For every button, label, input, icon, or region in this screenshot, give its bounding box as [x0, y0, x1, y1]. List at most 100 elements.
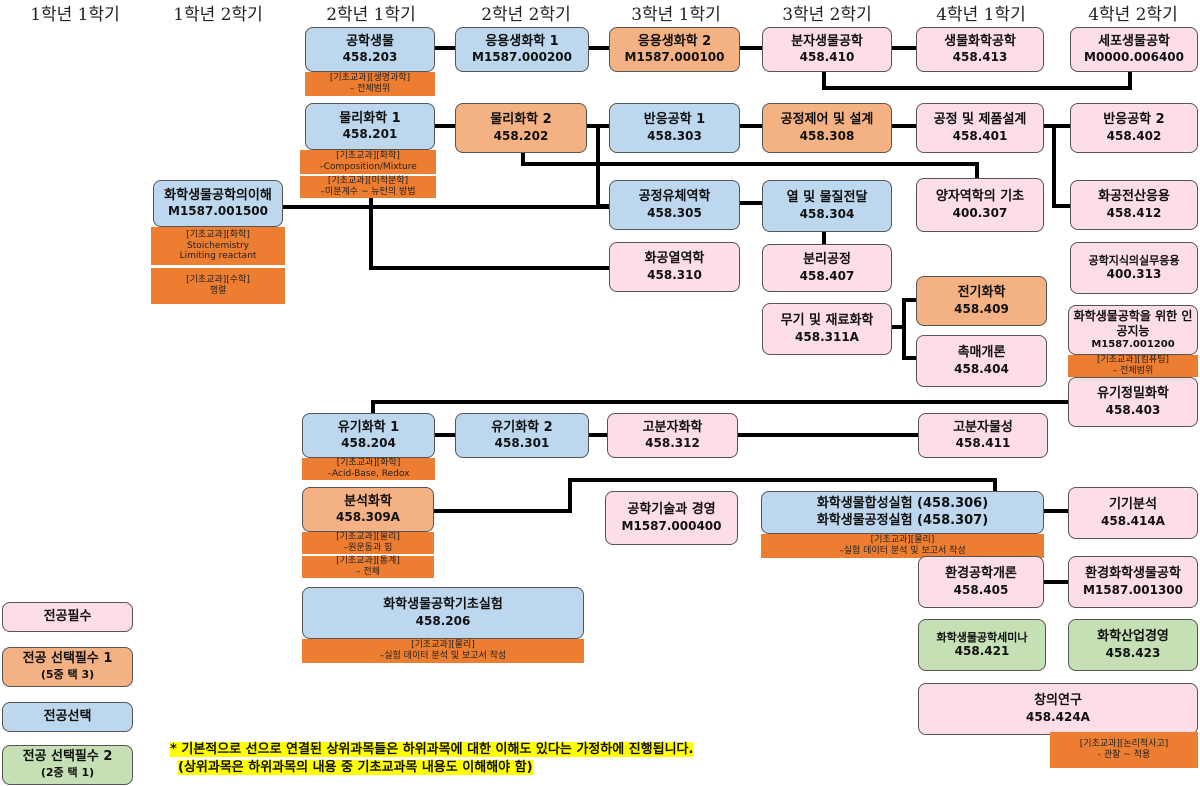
tag-line: [기초교과][컴퓨팅]: [1096, 355, 1169, 366]
course-box[interactable]: 공학지식의실무응용 400.313: [1070, 242, 1198, 294]
connector-line: [738, 433, 918, 437]
course-box[interactable]: 유기정밀화학 458.403: [1068, 377, 1198, 427]
connector-line: [434, 509, 572, 513]
semester-header-3: 2학년 1학기: [326, 5, 416, 25]
connector-line: [822, 86, 1132, 90]
course-title: 무기 및 재료화학: [780, 313, 874, 329]
course-box[interactable]: 응용생화학 1 M1587.000200: [455, 27, 589, 72]
legend-elective-required-1: 전공 선택필수 1 (5중 택 3): [2, 647, 133, 687]
course-title: 응용생화학 2: [637, 33, 712, 49]
course-box[interactable]: 전기화학 458.409: [916, 276, 1047, 326]
connector-line: [740, 124, 762, 128]
connector-line: [596, 126, 600, 208]
tag-line: 행렬: [209, 286, 227, 296]
course-code: 400.307: [952, 205, 1008, 220]
connector-line: [435, 433, 455, 437]
course-title: 분자생물공학: [791, 33, 863, 49]
course-box[interactable]: 생물화학공학 458.413: [916, 27, 1044, 72]
legend-label: 전공선택: [43, 708, 92, 724]
course-box[interactable]: 기기분석 458.414A: [1068, 487, 1198, 539]
course-title: 화학생물공정실험 (458.307): [816, 512, 989, 528]
course-box[interactable]: 환경공학개론 458.405: [918, 556, 1044, 608]
course-code: M1587.000400: [621, 518, 722, 533]
course-box[interactable]: 화학생물합성실험 (458.306) 화학생물공정실험 (458.307): [761, 491, 1044, 534]
legend-sublabel: (2중 택 1): [40, 766, 95, 780]
course-box[interactable]: 고분자화학 458.312: [607, 413, 738, 458]
course-box[interactable]: 화공전산응용 458.412: [1070, 180, 1198, 230]
course-box[interactable]: 고분자물성 458.411: [918, 413, 1048, 458]
connector-line: [1052, 126, 1056, 208]
tag-line: –실험 데이터 분석 및 보고서 작성: [839, 546, 966, 556]
course-box[interactable]: 물리화학 1 458.201: [305, 103, 435, 150]
course-box[interactable]: 무기 및 재료화학 458.311A: [762, 303, 892, 355]
course-box[interactable]: 공학기술과 경영 M1587.000400: [605, 491, 738, 545]
course-box[interactable]: 촉매개론 458.404: [916, 335, 1047, 387]
semester-header-1: 1학년 1학기: [30, 5, 120, 25]
course-box[interactable]: 공학생물 458.203: [305, 27, 435, 72]
course-code: 458.201: [342, 127, 398, 142]
course-title: 공학기술과 경영: [627, 502, 716, 518]
course-title: 창의연구: [1034, 693, 1082, 709]
course-title: 화학생물공학의이해: [164, 187, 272, 203]
legend-label: 전공 선택필수 1: [22, 651, 113, 667]
footnote-line: (상위과목은 하위과목의 내용 중 기초교과목 내용도 이해해야 함): [178, 759, 533, 775]
course-code: 458.404: [954, 361, 1009, 376]
course-box[interactable]: 물리화학 2 458.202: [455, 103, 587, 153]
course-code: 458.204: [341, 436, 396, 451]
connector-line: [1128, 70, 1132, 90]
course-code: 458.413: [952, 50, 1008, 65]
connector-line: [283, 205, 610, 209]
connector-line: [435, 46, 455, 50]
course-box[interactable]: 반응공학 2 458.402: [1070, 103, 1198, 153]
course-box[interactable]: 세포생물공학 M0000.006400: [1070, 27, 1198, 72]
course-code: 458.202: [493, 128, 549, 143]
course-box[interactable]: 환경화학생물공학 M1587.001300: [1068, 556, 1198, 608]
course-box[interactable]: 유기화학 1 458.204: [302, 413, 435, 458]
course-title: 전기화학: [957, 285, 1006, 301]
course-box[interactable]: 화학생물공학세미나 458.421: [918, 619, 1046, 671]
connector-line: [568, 478, 997, 482]
course-title: 환경화학생물공학: [1085, 566, 1181, 582]
course-code: 458.303: [647, 128, 702, 143]
course-box[interactable]: 공정 및 제품설계 458.401: [916, 103, 1044, 153]
legend-elective: 전공선택: [2, 702, 133, 732]
course-title: 공정 및 제품설계: [933, 112, 1027, 128]
tag-line: – 전체: [356, 567, 380, 577]
course-box[interactable]: 화학생물공학기초실험 458.206: [302, 587, 584, 639]
course-box[interactable]: 공정유체역학 458.305: [609, 180, 740, 230]
course-box[interactable]: 반응공학 1 458.303: [609, 103, 740, 153]
course-box[interactable]: 화학산업경영 458.423: [1068, 619, 1198, 671]
course-box[interactable]: 분리공정 458.407: [762, 244, 892, 292]
connector-line: [435, 124, 455, 128]
course-code: 458.421: [954, 644, 1010, 659]
connector-line: [822, 72, 826, 90]
connector-line: [1044, 580, 1070, 584]
connector-line: [568, 478, 572, 513]
course-title: 반응공학 1: [643, 112, 706, 128]
course-box[interactable]: 응용생화학 2 M1587.000100: [609, 27, 740, 72]
course-box[interactable]: 유기화학 2 458.301: [455, 413, 589, 458]
course-box[interactable]: 공정제어 및 설계 458.308: [762, 103, 892, 153]
course-box[interactable]: 분자생물공학 458.410: [762, 27, 892, 72]
connector-line: [892, 325, 904, 329]
course-title: 화학생물합성실험 (458.306): [816, 496, 989, 512]
foundation-tag: [기초교과][미적분학] –미분계수 ~ 뉴턴의 방법: [300, 176, 436, 198]
course-code: M1587.000100: [624, 50, 725, 65]
course-title: 고분자물성: [953, 419, 1013, 435]
course-box[interactable]: 화학생물공학의이해 M1587.001500: [153, 180, 283, 227]
foundation-tag: [기초교과][생명과학] – 전체범위: [305, 72, 435, 96]
course-title: 생물화학공학: [944, 33, 1016, 49]
course-box[interactable]: 열 및 물질전달 458.304: [762, 180, 892, 232]
course-code: 458.305: [647, 205, 702, 220]
course-code: 458.414A: [1101, 513, 1165, 528]
course-box[interactable]: 분석화학 458.309A: [302, 487, 434, 532]
legend-label: 전공 선택필수 2: [22, 749, 113, 765]
course-box[interactable]: 화학생물공학을 위한 인공지능 M1587.001200: [1068, 305, 1198, 355]
course-box[interactable]: 창의연구 458.424A: [918, 683, 1198, 735]
course-title: 화학산업경영: [1097, 629, 1169, 645]
foundation-tag: [기초교과][물리] –실험 데이터 분석 및 보고서 작성: [302, 639, 584, 663]
course-box[interactable]: 화공열역학 458.310: [609, 242, 740, 292]
course-title: 환경공학개론: [945, 566, 1017, 582]
tag-line: [기초교과][통계]: [336, 556, 400, 567]
course-box[interactable]: 양자역학의 기초 400.307: [916, 178, 1044, 232]
